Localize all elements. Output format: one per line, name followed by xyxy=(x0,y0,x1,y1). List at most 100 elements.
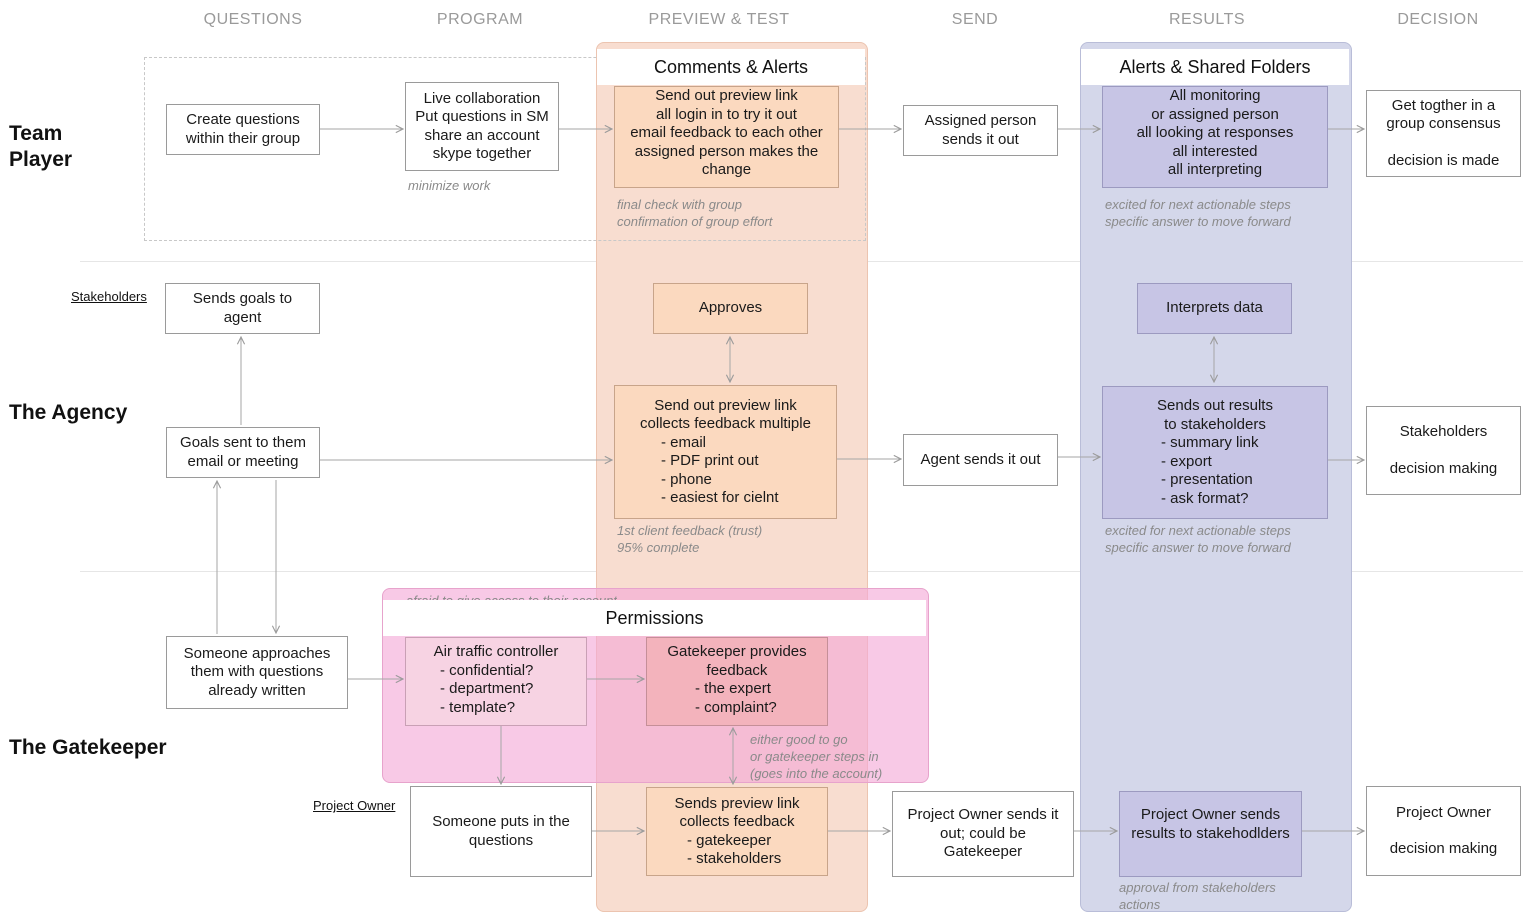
box-item: - department? xyxy=(440,680,534,697)
box-item: - stakeholders xyxy=(687,850,782,867)
note-line: (goes into the account) xyxy=(750,766,883,781)
box-line: skype together xyxy=(432,145,532,162)
box-line: group consensus xyxy=(1386,115,1501,133)
box-line: Sends goals to xyxy=(192,290,293,307)
box-line: Agent sends it out xyxy=(920,450,1041,468)
note-line: either good to go xyxy=(750,732,848,747)
live-collaboration-box: Live collaboration Put questions in SM s… xyxy=(405,82,559,171)
box-item: - the expert xyxy=(695,680,771,697)
box-line: them with questions xyxy=(190,663,324,681)
box-line: Sends out results xyxy=(1157,397,1273,414)
note-line: specific answer to move forward xyxy=(1105,214,1291,229)
gatekeeper-decision-box: Project Owner decision making xyxy=(1366,786,1521,876)
box-line: Gatekeeper provides xyxy=(667,643,807,660)
gk-items: - the expert - complaint? xyxy=(695,680,777,717)
box-line: All monitoring xyxy=(1169,87,1261,104)
box-line: all login in to try it out xyxy=(656,105,797,123)
interprets-data-box: Interprets data xyxy=(1137,283,1292,334)
assigned-person-box: Assigned person sends it out xyxy=(903,105,1058,156)
someone-approaches-box: Someone approaches them with questions a… xyxy=(166,636,348,709)
note-line: excited for next actionable steps xyxy=(1105,197,1291,212)
team-preview-note: final check with group confirmation of g… xyxy=(617,196,772,230)
box-line: already written xyxy=(208,681,306,699)
box-line: Gatekeeper xyxy=(943,843,1023,861)
column-header-preview-test: PREVIEW & TEST xyxy=(648,11,790,28)
box-item: - gatekeeper xyxy=(687,831,772,849)
box-line: Project Owner sends xyxy=(1140,806,1281,823)
agency-results-note: excited for next actionable steps specif… xyxy=(1105,522,1291,556)
box-line: sends it out xyxy=(942,130,1019,148)
permissions-note: afraid to give access to their account xyxy=(406,593,618,602)
box-item: - template? xyxy=(440,698,516,716)
box-item: - PDF print out xyxy=(661,452,759,469)
box-line: email feedback to each other xyxy=(630,124,823,141)
gatekeeper-results-note: approval from stakeholders actions xyxy=(1119,879,1276,913)
gatekeeper-preview-box: Sends preview link collects feedback - g… xyxy=(646,787,828,876)
team-results-note: excited for next actionable steps specif… xyxy=(1105,196,1291,230)
box-line: Assigned person xyxy=(924,112,1037,129)
box-item: - phone xyxy=(661,470,712,488)
box-line: Project Owner xyxy=(1395,803,1492,821)
team-player-group-outline xyxy=(144,57,866,241)
permissions-header: Permissions xyxy=(383,600,926,636)
box-line: decision making xyxy=(1389,459,1498,477)
box-line: Goals sent to them xyxy=(180,434,306,451)
box-line: decision is made xyxy=(1387,151,1500,169)
box-item: - export xyxy=(1161,452,1212,470)
row-title-agency: The Agency xyxy=(9,401,128,424)
box-line: agent xyxy=(223,308,262,326)
minimize-work-note: minimize work xyxy=(408,178,491,193)
box-item: - ask format? xyxy=(1161,489,1249,507)
box-line: Approves xyxy=(698,299,763,317)
box-item: - confidential? xyxy=(440,661,534,679)
box-line: Project Owner sends it xyxy=(907,806,1059,824)
box-item: - email xyxy=(661,433,707,451)
note-line: excited for next actionable steps xyxy=(1105,523,1291,538)
box-line: Someone approaches xyxy=(183,644,331,662)
box-item: - presentation xyxy=(1161,471,1253,488)
approves-box: Approves xyxy=(653,283,808,334)
agency-results-box: Sends out results to stakeholders - summ… xyxy=(1102,386,1328,519)
box-line: Put questions in SM xyxy=(415,108,549,125)
note-line: 95% complete xyxy=(617,540,700,555)
agency-preview-note: 1st client feedback (trust) 95% complete xyxy=(617,522,762,556)
row-title-team-player: Team Player xyxy=(9,121,72,173)
column-header-results: RESULTS xyxy=(1168,11,1246,28)
box-line: all looking at responses xyxy=(1136,124,1294,141)
box-line: Interprets data xyxy=(1166,299,1263,317)
box-line: Send out preview link xyxy=(655,87,798,104)
project-owner-sends-box: Project Owner sends it out; could be Gat… xyxy=(892,791,1074,877)
agency-decision-box: Stakeholders decision making xyxy=(1366,406,1521,495)
box-line: collects feedback xyxy=(679,813,795,830)
column-header-send: SEND xyxy=(951,11,999,28)
gatekeeper-feedback-box: Gatekeeper provides feedback - the exper… xyxy=(646,637,828,726)
project-owner-tag: Project Owner xyxy=(313,798,396,813)
box-line: out; could be xyxy=(940,824,1026,842)
box-line: Stakeholders xyxy=(1399,423,1488,440)
box-line: Someone puts in the xyxy=(432,813,570,830)
agent-sends-box: Agent sends it out xyxy=(903,434,1058,486)
gk-preview-items: - gatekeeper - stakeholders xyxy=(687,832,781,869)
box-line: within their group xyxy=(185,129,301,147)
note-line: specific answer to move forward xyxy=(1105,540,1291,555)
box-line: Create questions xyxy=(186,111,300,128)
box-item: - easiest for cielnt xyxy=(661,489,779,506)
column-header-program: PROGRAM xyxy=(436,11,524,28)
air-traffic-box: Air traffic controller - confidential? -… xyxy=(405,637,587,726)
note-line: 1st client feedback (trust) xyxy=(617,523,763,538)
box-line: or assigned person xyxy=(1151,105,1279,123)
alerts-shared-folders-header: Alerts & Shared Folders xyxy=(1081,49,1349,85)
box-line: feedback xyxy=(706,661,768,679)
box-line: to stakeholders xyxy=(1164,415,1266,433)
box-line: results to stakehodlders xyxy=(1131,824,1290,842)
box-line: Air traffic controller xyxy=(433,643,559,660)
air-traffic-items: - confidential? - department? - template… xyxy=(440,662,533,718)
gatekeeper-results-box: Project Owner sends results to stakehodl… xyxy=(1119,791,1302,877)
agency-preview-box: Send out preview link collects feedback … xyxy=(614,385,837,519)
note-line: final check with group xyxy=(617,197,743,212)
team-decision-box: Get togther in a group consensus decisio… xyxy=(1366,90,1521,177)
box-line: Get togther in a xyxy=(1391,96,1496,114)
results-items: - summary link - export - presentation -… xyxy=(1161,434,1259,508)
goals-sent-box: Goals sent to them email or meeting xyxy=(166,427,320,478)
